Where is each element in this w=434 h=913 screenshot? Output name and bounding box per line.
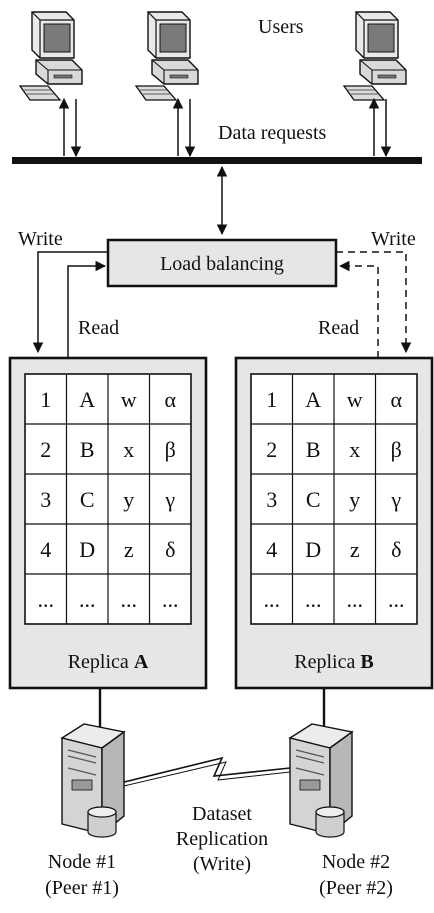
replica-b-cell: C [306, 487, 321, 512]
replica-a-cell: B [80, 437, 95, 462]
request-bus [12, 157, 422, 164]
replica-b-cell: 4 [266, 537, 277, 562]
user-computer-3-icon [343, 11, 407, 101]
replica-a-cell: 2 [40, 437, 51, 462]
read-right-label: Read [318, 317, 359, 339]
node-1-name: Node #1 [48, 851, 116, 873]
replica-a-cell: ... [79, 587, 96, 612]
replica-a-cell: A [79, 387, 95, 412]
lightning-link-shadow [123, 761, 291, 787]
replication-line1: Dataset [192, 803, 252, 825]
replica-a-cell: ... [162, 587, 179, 612]
replica-b-cell: 1 [266, 387, 277, 412]
replication-line2: Replication [176, 828, 268, 850]
replica-a-cell: β [165, 437, 176, 462]
replica-b-caption: Replica B [294, 651, 373, 673]
write-left-label: Write [18, 228, 63, 250]
node-1-peer: (Peer #1) [45, 877, 119, 899]
replication-line3: (Write) [193, 853, 251, 875]
replica-b-cell: β [391, 437, 402, 462]
node-2-name: Node #2 [322, 851, 390, 873]
lightning-link-icon [123, 756, 291, 783]
replica-b-cell: D [305, 537, 321, 562]
replica-b-cell: ... [264, 587, 281, 612]
replica-b-cell: ... [347, 587, 364, 612]
replica-b-cell: α [390, 387, 402, 412]
replica-a-cell: w [121, 387, 137, 412]
users-label: Users [258, 16, 304, 38]
replica-b-caption-letter: B [360, 651, 373, 673]
read-left-arrow [67, 260, 107, 358]
replica-b-cell: δ [391, 537, 401, 562]
user-computer-2-icon [135, 11, 199, 101]
replica-a-cell: 1 [40, 387, 51, 412]
read-right-arrow [338, 260, 379, 358]
replica-b-cell: w [347, 387, 363, 412]
replica-a-caption: Replica A [68, 651, 149, 673]
replica-a-cell: δ [165, 537, 175, 562]
replica-b-cell: A [305, 387, 321, 412]
replica-a-cell: C [80, 487, 95, 512]
replica-a-cell: ... [38, 587, 55, 612]
user-computer-1-icon [19, 11, 83, 101]
replica-a-cell: D [79, 537, 95, 562]
data-requests-label: Data requests [218, 122, 327, 144]
replica-a-cell: 3 [40, 487, 51, 512]
write-left-arrow [32, 251, 108, 354]
write-right-arrow [336, 251, 412, 354]
replica-b-cell: ... [305, 587, 322, 612]
replica-a-cell: 4 [40, 537, 51, 562]
replica-b-cell: y [349, 487, 360, 512]
write-right-label: Write [371, 228, 416, 250]
node-1-server-icon [61, 723, 125, 838]
replica-b-cell: ... [388, 587, 405, 612]
read-left-label: Read [78, 317, 119, 339]
replica-a-caption-letter: A [134, 651, 149, 673]
replica-a-cell: z [124, 537, 134, 562]
replica-a-cell: y [123, 487, 134, 512]
load-balancer-box [106, 238, 338, 288]
replica-b-cell: γ [390, 487, 401, 512]
node-2-peer: (Peer #2) [319, 877, 393, 899]
replica-b-cell: B [306, 437, 321, 462]
replica-a-cell: α [164, 387, 176, 412]
replica-b-cell: z [350, 537, 360, 562]
replica-a-cell: ... [121, 587, 138, 612]
load-balancer-label: Load balancing [160, 253, 284, 275]
replica-b-cell: 2 [266, 437, 277, 462]
replica-a-caption-prefix: Replica [68, 651, 134, 673]
replica-a-cell: x [123, 437, 134, 462]
replica-b-cell: 3 [266, 487, 277, 512]
replica-b-cell: x [349, 437, 360, 462]
replica-b-caption-prefix: Replica [294, 651, 360, 673]
replica-a-cell: γ [164, 487, 175, 512]
node-2-server-icon [289, 723, 353, 838]
